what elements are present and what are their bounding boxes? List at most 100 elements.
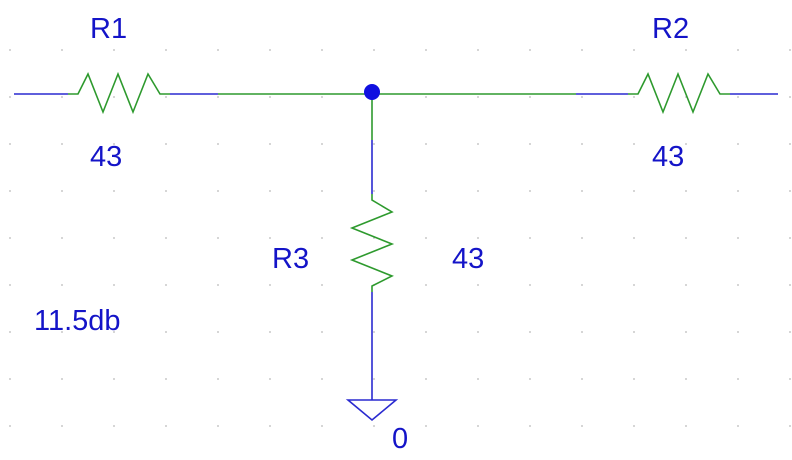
grid-dot	[425, 378, 427, 380]
grid-dot	[113, 237, 115, 239]
grid-dot	[425, 49, 427, 51]
grid-dot	[165, 378, 167, 380]
grid-dot	[113, 190, 115, 192]
grid-dot	[165, 284, 167, 286]
grid-dot	[581, 96, 583, 98]
grid-dot	[9, 237, 11, 239]
grid-dot	[165, 49, 167, 51]
r2-name-label: R2	[652, 13, 689, 45]
grid-dot	[789, 378, 791, 380]
grid-dot	[113, 378, 115, 380]
grid-dot	[529, 143, 531, 145]
grid-dot	[529, 49, 531, 51]
grid-dot	[113, 49, 115, 51]
grid-dot	[737, 237, 739, 239]
grid-dot	[789, 425, 791, 427]
grid-dot	[217, 378, 219, 380]
r3-name-label: R3	[272, 243, 309, 275]
grid-dot	[737, 190, 739, 192]
grid-dot	[529, 378, 531, 380]
grid-dot	[269, 378, 271, 380]
grid-dot	[321, 425, 323, 427]
grid-dot	[477, 331, 479, 333]
grid-dot	[113, 331, 115, 333]
grid-dot	[61, 284, 63, 286]
grid-dot	[581, 331, 583, 333]
grid-dot	[269, 96, 271, 98]
grid-dot	[737, 49, 739, 51]
grid-dot	[9, 284, 11, 286]
grid-dot	[529, 190, 531, 192]
grid-dot	[633, 143, 635, 145]
grid-dot	[425, 143, 427, 145]
grid-dot	[217, 49, 219, 51]
grid-dot	[685, 237, 687, 239]
grid-dot	[633, 237, 635, 239]
grid-dot	[633, 284, 635, 286]
grid-dot	[425, 96, 427, 98]
grid-dot	[9, 190, 11, 192]
grid-dot	[61, 425, 63, 427]
grid-dot	[581, 49, 583, 51]
grid-dot	[477, 284, 479, 286]
grid-dot	[321, 378, 323, 380]
grid-dot	[633, 425, 635, 427]
grid-dot	[9, 143, 11, 145]
grid-dot	[217, 284, 219, 286]
grid-dot	[9, 378, 11, 380]
grid-dot	[737, 96, 739, 98]
grid-dot	[113, 284, 115, 286]
grid-dot	[373, 378, 375, 380]
grid-dot	[581, 237, 583, 239]
resistor-r3-symbol	[349, 194, 395, 292]
grid-dot	[373, 49, 375, 51]
grid-dot	[61, 237, 63, 239]
grid-dot	[217, 237, 219, 239]
grid-dot	[373, 143, 375, 145]
grid-dot	[373, 425, 375, 427]
grid-dot	[737, 284, 739, 286]
grid-dot	[737, 378, 739, 380]
grid-dot	[685, 190, 687, 192]
grid-dot	[217, 96, 219, 98]
grid-dot	[529, 284, 531, 286]
grid-dot	[789, 284, 791, 286]
grid-dot	[269, 331, 271, 333]
grid-dot	[737, 143, 739, 145]
grid-dot	[789, 49, 791, 51]
grid-dot	[217, 143, 219, 145]
grid-dot	[9, 331, 11, 333]
grid-dot	[789, 190, 791, 192]
grid-dot	[685, 284, 687, 286]
grid-dot	[581, 378, 583, 380]
grid-dot	[217, 331, 219, 333]
grid-dot	[789, 96, 791, 98]
grid-dot	[61, 143, 63, 145]
grid-dot	[61, 49, 63, 51]
ground-net-label: 0	[392, 423, 408, 455]
grid-dot	[477, 49, 479, 51]
grid-dot	[321, 49, 323, 51]
grid-dot	[61, 378, 63, 380]
grid-dot	[61, 331, 63, 333]
grid-dot	[529, 237, 531, 239]
grid-dot	[269, 284, 271, 286]
attenuation-note: 11.5db	[34, 305, 121, 337]
grid-dot	[529, 96, 531, 98]
grid-dot	[633, 190, 635, 192]
grid-dot	[165, 237, 167, 239]
resistor-r1-symbol	[68, 71, 170, 115]
grid-dot	[9, 49, 11, 51]
grid-dot	[477, 378, 479, 380]
grid-dot	[269, 143, 271, 145]
grid-dot	[269, 49, 271, 51]
grid-dot	[685, 378, 687, 380]
r2-value-label: 43	[652, 141, 684, 173]
grid-dot	[633, 49, 635, 51]
grid-dot	[685, 49, 687, 51]
grid-dot	[685, 331, 687, 333]
grid-dot	[737, 425, 739, 427]
grid-dot	[737, 331, 739, 333]
grid-dot	[425, 284, 427, 286]
grid-dot	[633, 378, 635, 380]
